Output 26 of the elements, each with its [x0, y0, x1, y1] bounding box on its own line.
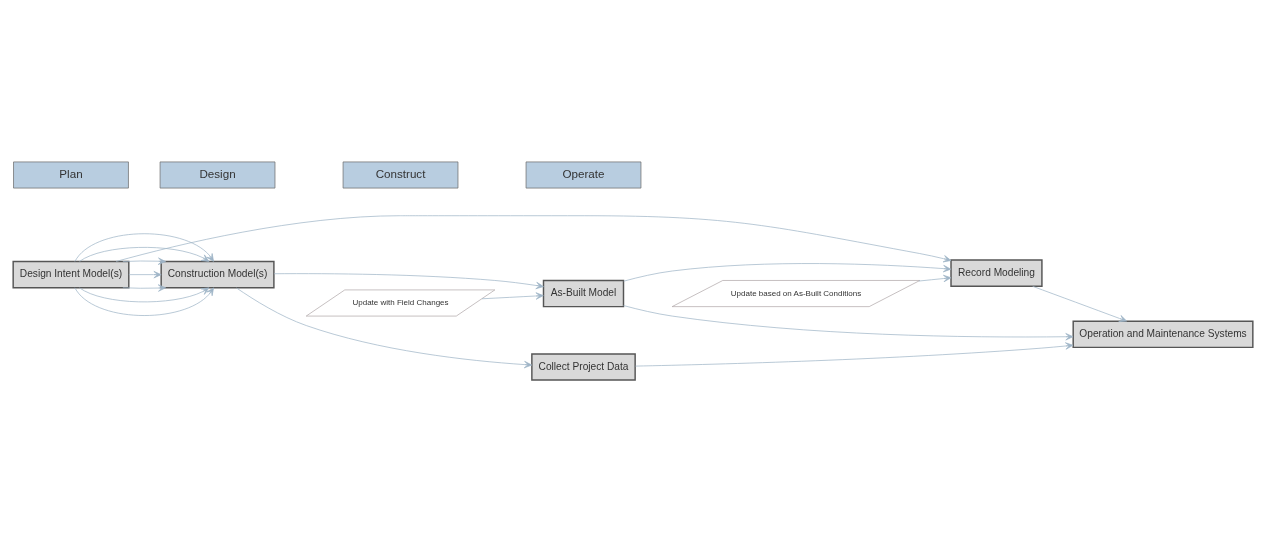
arrow: [79, 286, 210, 302]
node-box: Construct: [342, 161, 459, 188]
arrow: [236, 287, 533, 368]
node-box: Design: [159, 161, 276, 188]
node-box: Operate: [525, 161, 642, 188]
arrow: [122, 283, 166, 292]
arrow: [918, 274, 952, 282]
arrow: [481, 291, 544, 300]
arrow: [74, 286, 214, 316]
arrow: [122, 257, 166, 265]
arrow: [115, 214, 952, 262]
arrow: [623, 262, 952, 282]
node-box: Record Modeling: [950, 258, 1043, 287]
node-box: Construction Model(s): [160, 260, 275, 288]
node-box: Plan: [13, 161, 129, 188]
arrow: [128, 270, 162, 278]
arrow: [273, 272, 544, 289]
node-box: Collect Project Data: [531, 352, 636, 381]
node-box: As-Built Model: [542, 279, 625, 307]
arrow: [79, 246, 210, 262]
arrow: [635, 341, 1074, 366]
arrow: [74, 232, 214, 262]
node-box: Design Intent Model(s): [12, 260, 130, 288]
arrow: [1032, 285, 1127, 322]
arrow: [623, 304, 1074, 340]
node-box: Operation and Maintenance Systems: [1072, 319, 1254, 348]
